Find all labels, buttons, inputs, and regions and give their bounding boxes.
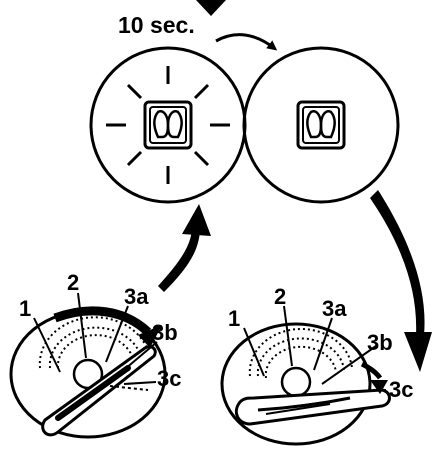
down-arrow: [370, 190, 425, 335]
timer-arrow: [215, 33, 278, 51]
steady-indicator-circle: [242, 46, 400, 204]
turn-arrow: [53, 306, 152, 336]
glow-plug-indicator-icon: [296, 100, 346, 150]
left-label-3a: 3a: [124, 284, 149, 309]
right-ignition-switch: 1 2 3a 3b 3c: [220, 284, 413, 446]
right-label-3b: 3b: [367, 330, 393, 355]
up-arrow: [158, 230, 200, 292]
right-label-2: 2: [274, 284, 286, 309]
blink-rays: [106, 66, 230, 184]
right-label-3c: 3c: [389, 377, 413, 402]
right-label-1: 1: [228, 306, 240, 331]
timer-label: 10 sec.: [118, 12, 195, 38]
key: [234, 388, 391, 426]
left-label-1: 1: [19, 296, 31, 321]
blinking-indicator-circle: [89, 46, 247, 204]
right-label-3a: 3a: [322, 296, 347, 321]
left-label-3b: 3b: [152, 320, 178, 345]
glow-plug-indicator-icon: [143, 100, 193, 150]
turn-arrow: [360, 361, 383, 380]
left-label-2: 2: [67, 270, 79, 295]
left-label-3c: 3c: [157, 366, 181, 391]
left-ignition-switch: 1 2 3a 3b 3c: [9, 270, 181, 439]
down-arrow-head: [404, 332, 432, 372]
incoming-arrow: [196, 0, 226, 16]
up-arrow-head: [182, 204, 211, 236]
